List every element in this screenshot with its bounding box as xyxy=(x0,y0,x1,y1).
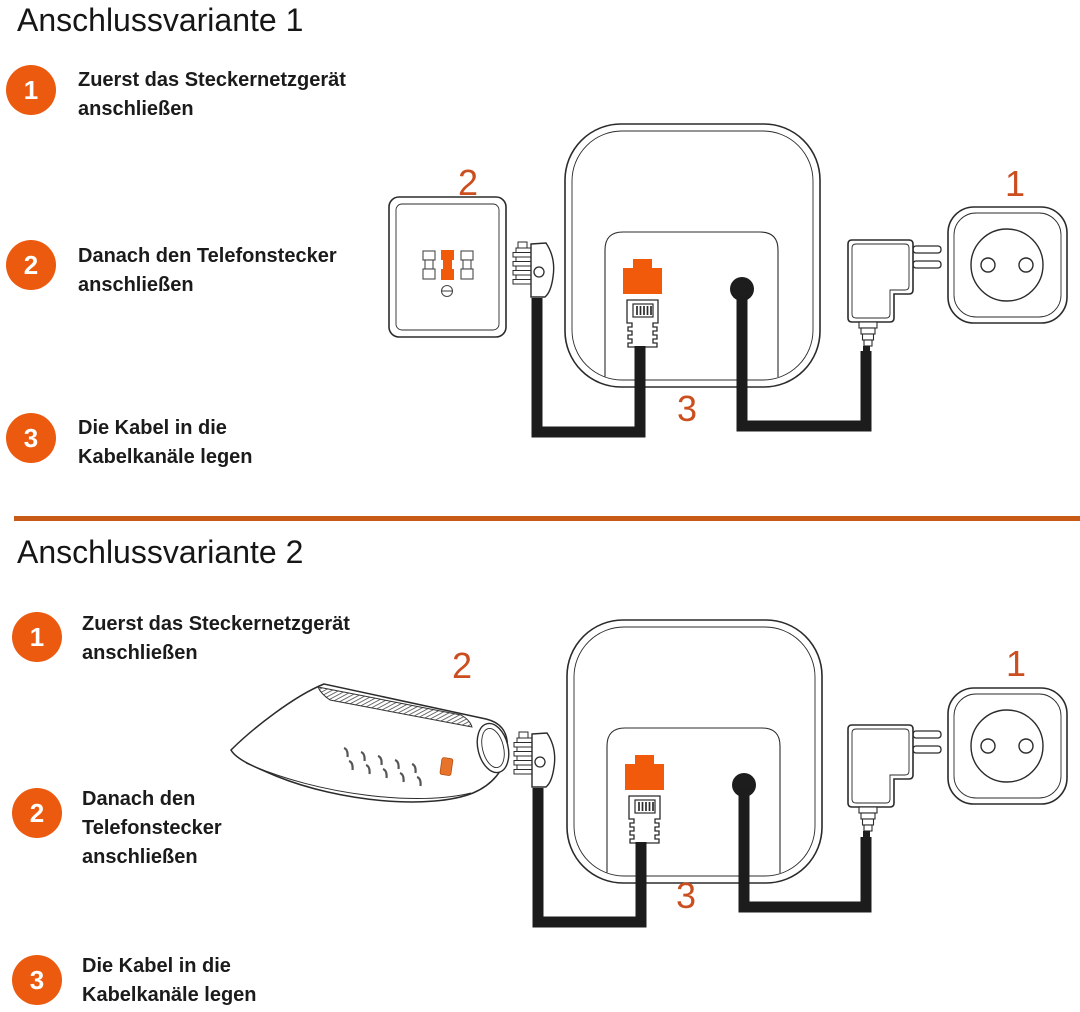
label-cable-channels: 3 xyxy=(677,388,697,429)
power-cable xyxy=(738,789,872,913)
step-3-badge: 3 xyxy=(6,413,56,463)
base-station-icon xyxy=(564,123,821,388)
diagram-variant-1: 2 1 3 xyxy=(388,123,1068,438)
power-adapter-icon xyxy=(847,239,942,353)
step-2-text: Danach den Telefonstecker anschließen xyxy=(78,245,337,296)
power-outlet-icon xyxy=(947,206,1068,324)
step-1-text: Zuerst das Steckernetzgerät anschließen xyxy=(78,69,346,120)
step-1-text: Zuerst das Steckernetzgerät anschließen xyxy=(82,613,350,664)
diagram-variant-2: 2 1 3 xyxy=(230,619,1068,928)
step-3-badge: 3 xyxy=(12,955,62,1005)
power-adapter-icon xyxy=(847,724,942,838)
router-port-orange xyxy=(439,757,454,776)
step-1-badge: 1 xyxy=(12,612,62,662)
step-2-badge: 2 xyxy=(12,788,62,838)
step-3-text: Die Kabel in die Kabelkanäle legen xyxy=(78,417,253,468)
router-leds xyxy=(343,746,422,787)
label-power-outlet: 1 xyxy=(1006,643,1026,684)
phone-cable xyxy=(532,788,647,928)
router-icon xyxy=(230,683,510,803)
step-2-text: Danach den Telefonstecker anschließen xyxy=(82,788,222,868)
section-title-variant-1: Anschlussvariante 1 xyxy=(17,2,304,38)
base-station-icon xyxy=(566,619,823,884)
tae-plug-icon xyxy=(513,731,556,788)
power-cable xyxy=(736,295,872,432)
router-vent xyxy=(317,686,473,728)
tae-wall-socket-icon xyxy=(388,196,507,338)
step-3-text: Die Kabel in die Kabelkanäle legen xyxy=(82,955,257,1006)
phone-cable xyxy=(531,298,646,438)
section-title-variant-2: Anschlussvariante 2 xyxy=(17,534,304,570)
step-2-badge: 2 xyxy=(6,240,56,290)
step-1-badge: 1 xyxy=(6,65,56,115)
label-tae-socket: 2 xyxy=(458,162,478,203)
section-divider xyxy=(14,516,1080,521)
tae-plug-icon xyxy=(512,241,555,298)
label-power-outlet: 1 xyxy=(1005,163,1025,204)
label-cable-channels: 3 xyxy=(676,875,696,916)
power-outlet-icon xyxy=(947,687,1068,805)
label-router: 2 xyxy=(452,645,472,686)
